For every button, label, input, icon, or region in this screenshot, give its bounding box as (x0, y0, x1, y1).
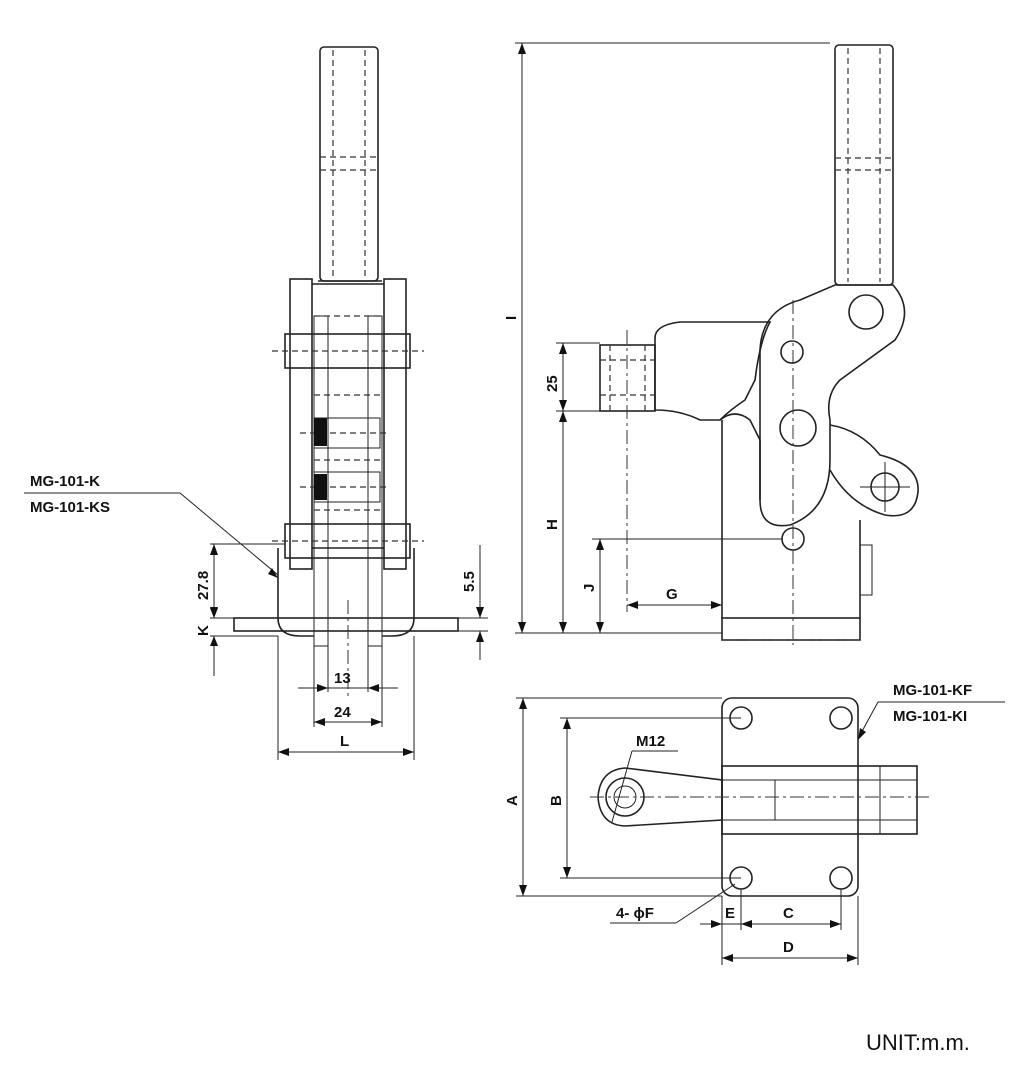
model-label-mg-101-kf: MG-101-KF (893, 682, 972, 699)
dim-h: H (544, 519, 561, 530)
plan-view: A B M12 4- ϕF E C D MG-101-KF MG (504, 682, 1005, 965)
dim-24: 24 (334, 704, 351, 721)
dim-25: 25 (544, 375, 561, 392)
dim-e: E (725, 905, 735, 922)
dim-13: 13 (334, 670, 351, 687)
dim-d: D (783, 939, 794, 956)
dim-j: J (581, 584, 598, 592)
model-label-mg-101-k: MG-101-K (30, 473, 100, 490)
dim-l: L (340, 733, 349, 750)
model-label-mg-101-ks: MG-101-KS (30, 499, 110, 516)
dim-a: A (504, 795, 521, 806)
dim-i: I (503, 316, 520, 320)
dim-b: B (548, 795, 565, 806)
dim-27-8: 27.8 (195, 571, 212, 600)
front-view: 27.8 K 5.5 13 24 L M (24, 46, 488, 760)
unit-label: UNIT:m.m. (866, 1030, 970, 1055)
dim-k: K (195, 625, 212, 636)
dim-5-5: 5.5 (461, 571, 478, 592)
side-view: I 25 H J G (503, 42, 919, 645)
model-label-mg-101-ki: MG-101-KI (893, 708, 967, 725)
dim-4-phi-f: 4- ϕF (616, 905, 654, 922)
dim-c: C (783, 905, 794, 922)
dim-m12: M12 (636, 733, 665, 750)
dim-g: G (666, 586, 678, 603)
